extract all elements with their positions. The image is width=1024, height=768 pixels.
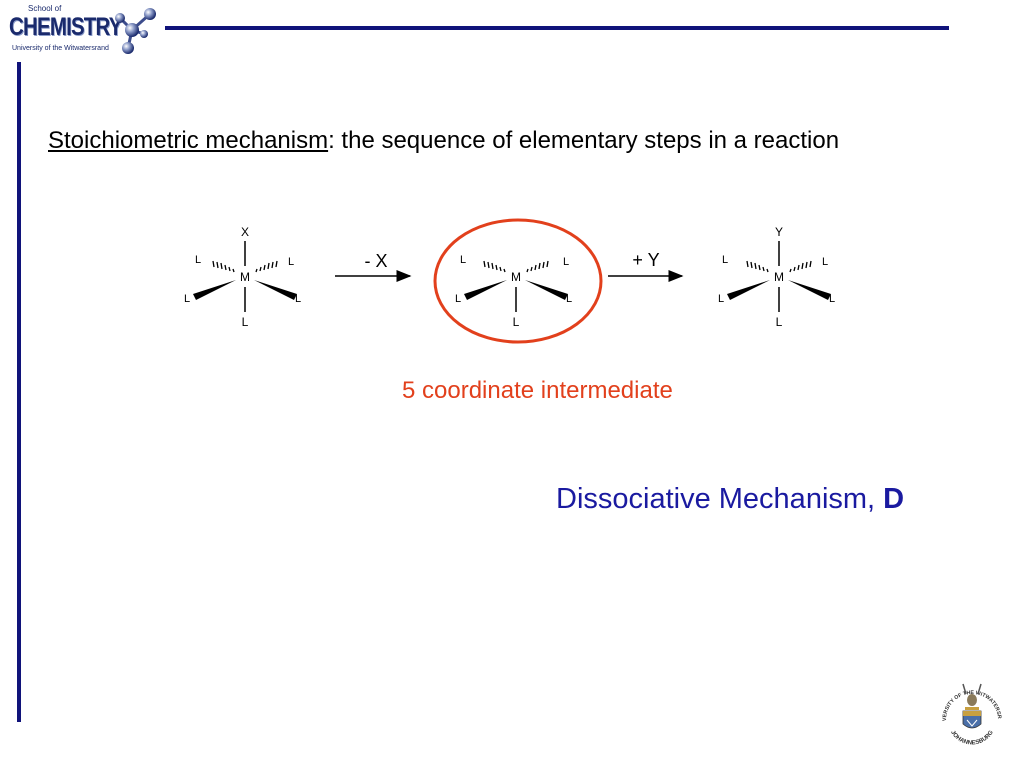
logo-university-text: University of the Witwatersrand	[12, 45, 109, 52]
mechanism-name: Dissociative Mechanism,	[556, 483, 884, 515]
reactant-metal: M	[240, 270, 250, 284]
dissociation-step: - X	[335, 251, 412, 282]
left-divider	[17, 62, 21, 722]
association-label: + Y	[632, 250, 659, 270]
association-step: + Y	[608, 250, 684, 282]
intermediate-metal: M	[511, 270, 521, 284]
reactant-bottom-ligand: L	[242, 315, 249, 329]
school-logo: School of CHEMISTRY University of the Wi…	[4, 2, 164, 58]
reactant-ligand-lower-left: L	[184, 293, 190, 305]
seal-bottom-text: JOHANNESBURG	[949, 729, 995, 746]
definition-line: Stoichiometric mechanism: the sequence o…	[48, 127, 839, 155]
intermediate-bottom-ligand: L	[513, 315, 520, 329]
product-ligand-upper-left: L	[722, 254, 728, 266]
product-ligand-upper-right: L	[822, 256, 828, 268]
definition-text: : the sequence of elementary steps in a …	[328, 127, 840, 154]
intermediate-highlight-ring	[433, 218, 603, 344]
intermediate-ligand-lower-right: L	[566, 293, 572, 305]
reactant-ligand-upper-left: L	[195, 254, 201, 266]
product-ligand-lower-right: L	[829, 293, 835, 305]
product-bottom-ligand: L	[776, 315, 783, 329]
top-divider	[165, 26, 949, 30]
mechanism-title: Dissociative Mechanism, D	[556, 483, 904, 516]
logo-school-text: School of	[28, 4, 62, 13]
svg-text:JOHANNESBURG: JOHANNESBURG	[949, 729, 995, 746]
intermediate-ligand-upper-left: L	[460, 254, 466, 266]
product-ligand-lower-left: L	[718, 293, 724, 305]
intermediate-ligand-upper-right: L	[563, 256, 569, 268]
reaction-scheme: X M L L L L L - X M L	[184, 218, 835, 344]
reactant-ligand-lower-right: L	[295, 293, 301, 305]
logo-chemistry-text: CHEMISTRY	[9, 13, 122, 41]
reactant-top-ligand: X	[241, 225, 249, 239]
intermediate-caption: 5 coordinate intermediate	[402, 377, 673, 404]
dissociation-label: - X	[364, 251, 387, 271]
mechanism-symbol: D	[883, 483, 905, 515]
product-metal: M	[774, 270, 784, 284]
intermediate-ligand-lower-left: L	[455, 293, 461, 305]
product-top-ligand: Y	[775, 225, 783, 239]
product-complex: Y M L L L L L	[718, 225, 835, 329]
definition-term: Stoichiometric mechanism	[48, 127, 329, 154]
seal-crest-icon	[962, 683, 982, 729]
intermediate-complex: M L L L L L	[455, 254, 572, 329]
university-seal: UNIVERSITY OF THE WITWATERSRAND JOHANNES…	[936, 680, 1002, 746]
reactant-ligand-upper-right: L	[288, 256, 294, 268]
molecule-icon	[115, 8, 156, 54]
reactant-complex: X M L L L L L	[184, 225, 301, 329]
